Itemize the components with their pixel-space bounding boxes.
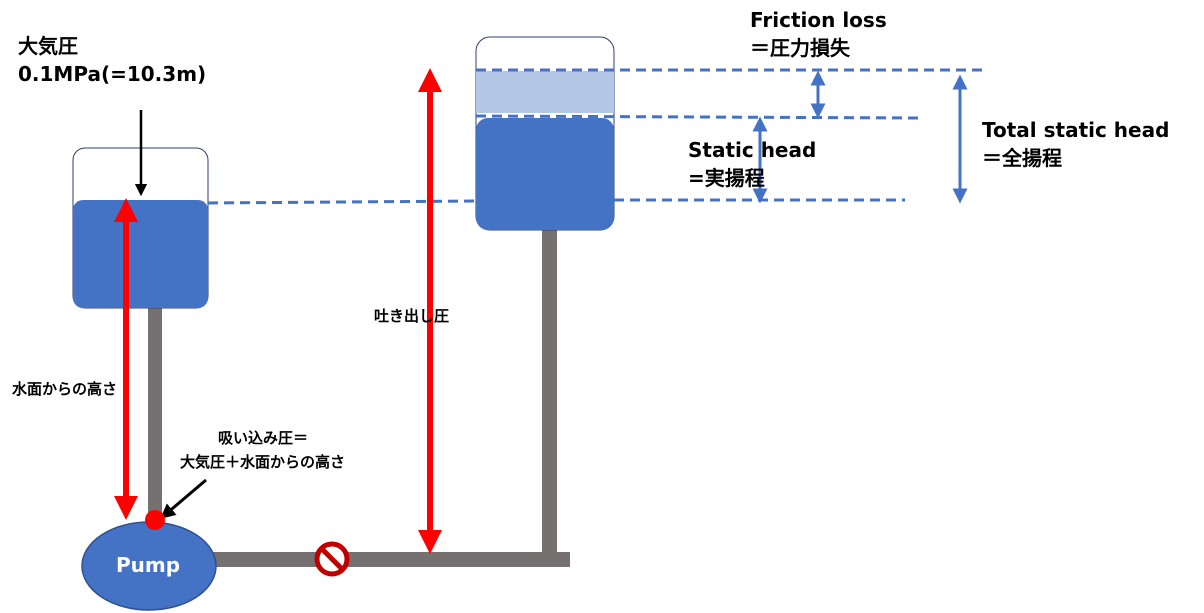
friction-loss-jp: ＝圧力損失 — [750, 36, 850, 60]
atmospheric-pressure-value: 0.1MPa(=10.3m) — [18, 62, 207, 86]
total-static-head-title: Total static head — [982, 118, 1170, 142]
suction-pipe — [148, 308, 162, 520]
pump-label: Pump — [116, 553, 181, 577]
suction-pressure-pointer — [160, 478, 207, 519]
discharge-pipe-horizontal — [210, 552, 570, 567]
valve-icon — [314, 541, 350, 577]
suction-point-dot — [145, 510, 165, 530]
friction-loss-label: Friction loss ＝圧力損失 — [750, 6, 887, 62]
static-head-label: Static head =実揚程 — [688, 136, 816, 192]
atmospheric-pressure-label: 大気圧 0.1MPa(=10.3m) — [18, 32, 206, 88]
atmospheric-pressure-title: 大気圧 — [18, 34, 78, 58]
suction-pressure-formula: 大気圧＋水面からの高さ — [180, 453, 346, 471]
right-tank-water — [476, 118, 614, 230]
pipe-network — [148, 226, 570, 567]
water-height-label: 水面からの高さ — [12, 380, 118, 398]
discharge-pipe-vertical — [542, 226, 557, 567]
suction-pressure-title: 吸い込み圧＝ — [218, 429, 309, 447]
bottom-friction-line — [475, 114, 921, 120]
static-head-title: Static head — [688, 138, 817, 162]
total-static-head-label: Total static head ＝全揚程 — [982, 116, 1169, 172]
friction-loss-title: Friction loss — [750, 8, 887, 32]
friction-band — [476, 71, 614, 113]
right-tank — [475, 36, 615, 231]
total-static-head-jp: ＝全揚程 — [982, 146, 1062, 170]
left-water-level-line — [207, 199, 477, 205]
left-tank-water — [73, 200, 208, 308]
static-head-jp: =実揚程 — [688, 166, 765, 190]
discharge-pressure-label: 吐き出し圧 — [374, 307, 450, 325]
